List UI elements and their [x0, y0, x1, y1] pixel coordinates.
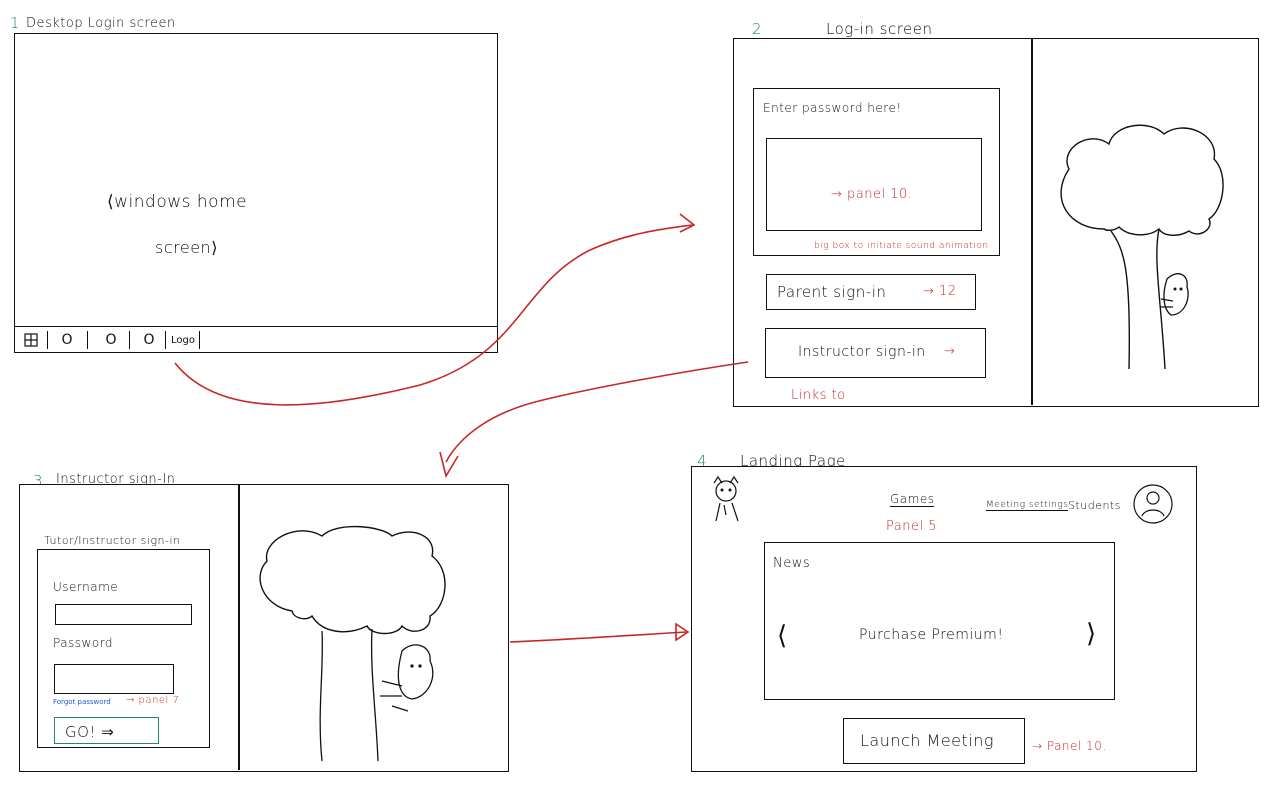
- instructor-signin-frame: Tutor/Instructor sign-in Username Passwo…: [19, 484, 509, 772]
- news-label: News: [773, 556, 811, 571]
- windows-start-icon[interactable]: [21, 327, 41, 353]
- promo-text: Purchase Premium!: [859, 627, 1004, 643]
- carousel-prev-button[interactable]: ⟨: [777, 621, 788, 651]
- panel-2-number: 2: [752, 20, 763, 38]
- nav-meeting-settings[interactable]: Meeting settings: [986, 500, 1069, 511]
- go-button-label: GO! ⇒: [65, 723, 115, 741]
- arrow-panel2-to-panel3: [445, 361, 749, 463]
- taskbar-divider: [47, 331, 49, 349]
- arrow-head-2: [439, 451, 459, 479]
- nav-students[interactable]: Students: [1068, 499, 1122, 512]
- nav-games-panel-note: Panel 5: [886, 519, 937, 534]
- taskbar-divider: [199, 331, 201, 349]
- password-input[interactable]: [54, 664, 174, 694]
- password-input[interactable]: → panel 10.: [766, 138, 982, 231]
- taskbar-divider: [129, 331, 131, 349]
- parent-signin-button[interactable]: Parent sign-in → 12: [766, 274, 976, 310]
- parent-signin-label: Parent sign-in: [777, 283, 887, 301]
- panel-4-title: Landing Page: [740, 452, 846, 470]
- taskbar: O O O Logo: [15, 326, 497, 353]
- windows-home-screen-text-2: screen⟩: [155, 238, 218, 257]
- windows-home-screen-text-1: ⟨windows home: [107, 192, 248, 212]
- forgot-password-link[interactable]: Forgot password: [53, 698, 111, 706]
- links-to-note: Links to: [791, 388, 846, 403]
- signin-form: Username Password Forgot password → pane…: [37, 549, 210, 748]
- panel-1-number: 1: [10, 14, 21, 32]
- go-button[interactable]: GO! ⇒: [54, 717, 159, 744]
- carousel-next-button[interactable]: ⟩: [1086, 619, 1097, 649]
- desktop-login-frame: ⟨windows home screen⟩ O O O Logo: [14, 33, 498, 353]
- nav-games[interactable]: Games: [890, 492, 935, 507]
- parent-signin-link: → 12: [923, 284, 957, 299]
- password-label: Enter password here!: [763, 101, 902, 115]
- instructor-signin-arrow: →: [944, 344, 956, 359]
- taskbar-logo[interactable]: Logo: [171, 334, 195, 346]
- taskbar-app-2[interactable]: O: [105, 332, 117, 348]
- username-input[interactable]: [55, 604, 192, 625]
- squirrel-logo-icon[interactable]: [704, 475, 748, 525]
- arrow-head-1: [679, 213, 696, 233]
- login-divider: [1031, 39, 1033, 405]
- username-label: Username: [53, 580, 119, 594]
- sound-animation-note: big box to initiate sound animation: [814, 241, 989, 251]
- tree-squirrel-illustration: [259, 525, 446, 761]
- password-label: Password: [53, 636, 114, 650]
- avatar-icon[interactable]: [1132, 483, 1174, 525]
- panel-2-title: Log-in screen: [826, 20, 933, 38]
- forgot-password-panel-link: → panel 7: [126, 695, 180, 706]
- form-title: Tutor/Instructor sign-in: [44, 534, 181, 547]
- news-carousel: News ⟨ Purchase Premium! ⟩: [764, 542, 1115, 700]
- instructor-signin-label: Instructor sign-in: [798, 344, 926, 360]
- arrow-panel3-to-panel4: [509, 631, 687, 643]
- panel-1-title: Desktop Login screen: [26, 16, 176, 31]
- panel-3-title: Instructor sign-In: [56, 472, 176, 487]
- arrow-head-3: [675, 622, 690, 642]
- tree-squirrel-illustration: [1060, 124, 1224, 369]
- instructor-signin-button[interactable]: Instructor sign-in →: [765, 328, 986, 378]
- taskbar-divider: [87, 331, 89, 349]
- taskbar-divider: [165, 331, 167, 349]
- landing-page-frame: Games Panel 5 Meeting settings Students …: [691, 466, 1197, 772]
- password-container: Enter password here! → panel 10. big box…: [753, 88, 1000, 256]
- login-frame: Enter password here! → panel 10. big box…: [733, 38, 1259, 407]
- taskbar-app-3[interactable]: O: [143, 332, 155, 348]
- launch-panel-link: → Panel 10.: [1032, 739, 1107, 753]
- panel-link-note: → panel 10.: [831, 187, 913, 202]
- launch-meeting-button[interactable]: Launch Meeting: [843, 718, 1025, 764]
- taskbar-app-1[interactable]: O: [61, 332, 73, 348]
- signin-divider: [238, 485, 240, 770]
- launch-meeting-label: Launch Meeting: [860, 731, 994, 750]
